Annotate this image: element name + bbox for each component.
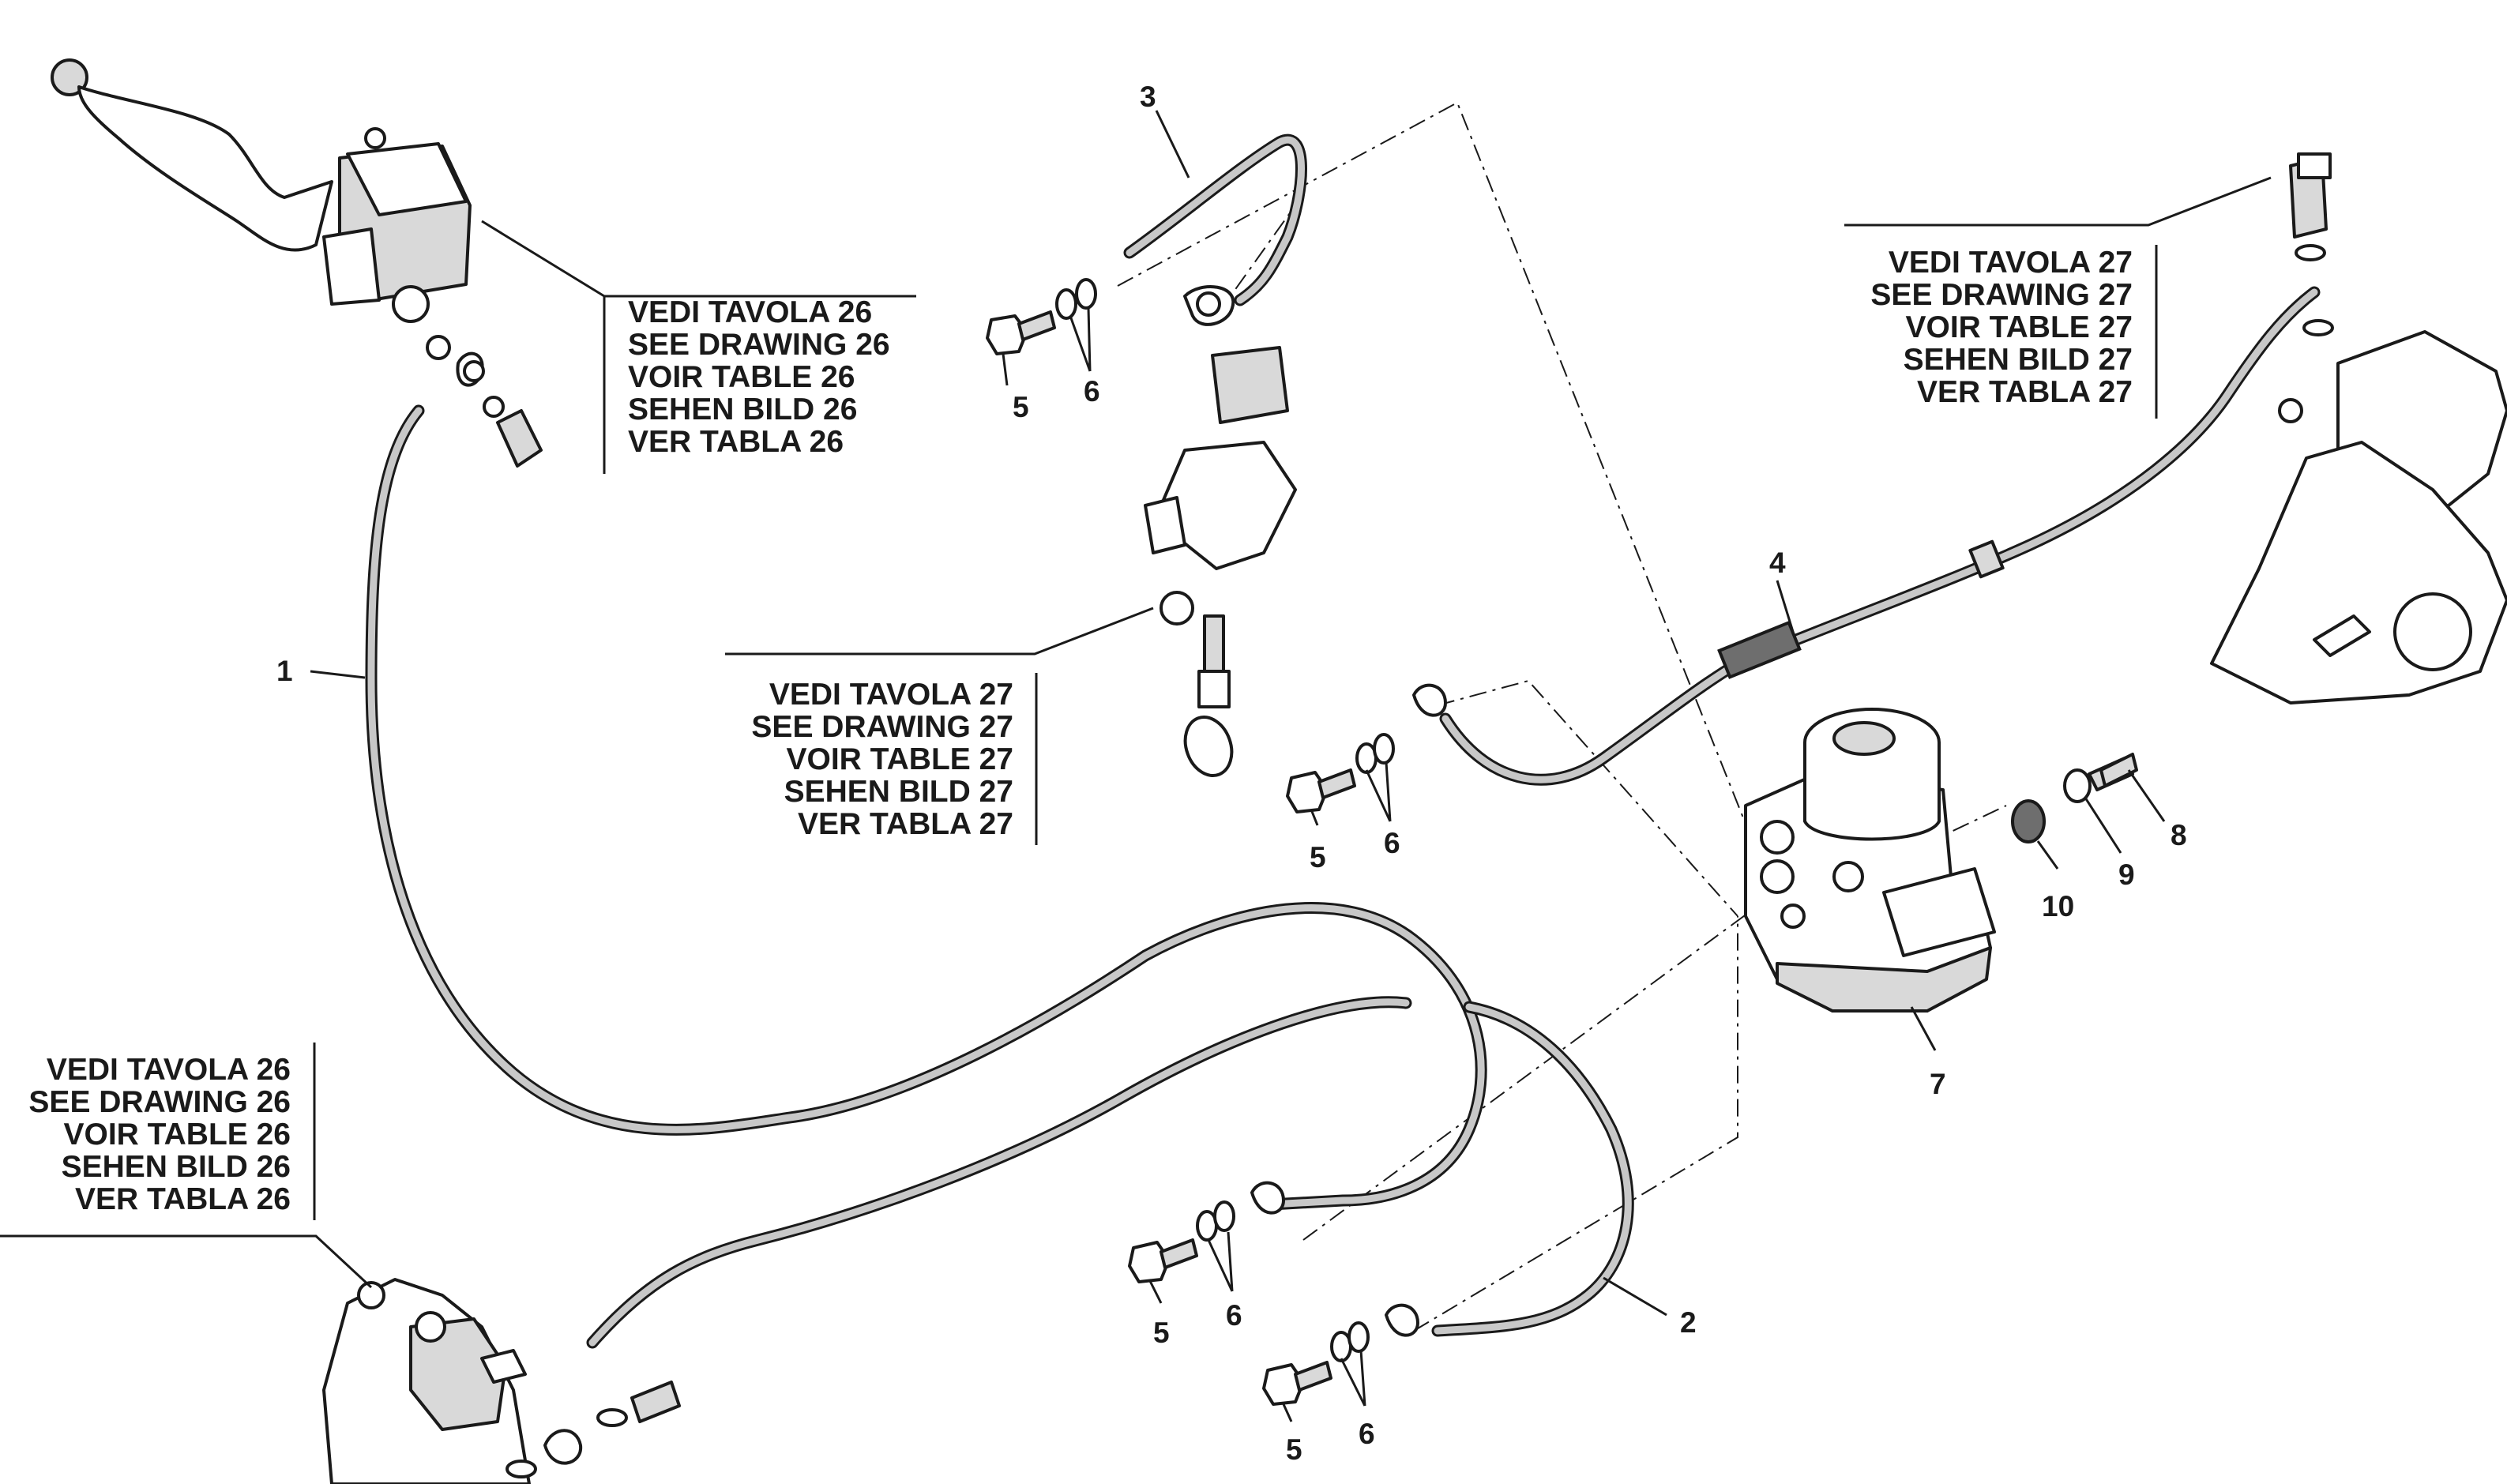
ref-line: VOIR TABLE 27 xyxy=(787,742,1014,776)
ref-line: SEHEN BILD 27 xyxy=(784,775,1013,809)
callout-6b: 6 xyxy=(1384,827,1400,859)
callout-5d: 5 xyxy=(1286,1433,1302,1466)
abs-unit-icon xyxy=(1744,708,1996,1013)
banjo-bolt-group-d xyxy=(1262,1303,1419,1406)
callout-10: 10 xyxy=(2042,890,2074,922)
callout-9: 9 xyxy=(2118,858,2135,891)
ref-line: SEE DRAWING 26 xyxy=(628,328,890,362)
reference-block-middle: VEDI TAVOLA 27 SEE DRAWING 27 VOIR TABLE… xyxy=(751,678,1013,841)
ref-line: VEDI TAVOLA 26 xyxy=(47,1053,291,1087)
callout-7: 7 xyxy=(1930,1068,1946,1100)
ref-line: SEE DRAWING 26 xyxy=(28,1085,291,1119)
callout-2: 2 xyxy=(1680,1306,1697,1339)
brake-lever-icon xyxy=(51,58,333,252)
brake-hose-2 xyxy=(1431,1001,1634,1337)
callout-5c: 5 xyxy=(1153,1317,1170,1349)
banjo-bolt-group-c xyxy=(1128,1181,1285,1283)
ref-line: SEHEN BILD 26 xyxy=(62,1150,291,1184)
abs-parts-8-9-10 xyxy=(2011,753,2138,843)
banjo-bolt-group-b xyxy=(1286,683,1447,813)
brake-hose-1 xyxy=(365,404,1487,1349)
ref-line: VER TABLA 26 xyxy=(628,425,844,459)
ref-line: VOIR TABLE 27 xyxy=(1906,310,2133,344)
callout-5b: 5 xyxy=(1310,841,1326,873)
brake-hose-3 xyxy=(1123,133,1307,306)
ref-line: VOIR TABLE 26 xyxy=(628,360,855,394)
callout-6c: 6 xyxy=(1226,1299,1242,1332)
ref-line: VEDI TAVOLA 26 xyxy=(628,295,872,329)
ref-line: SEHEN BILD 26 xyxy=(628,393,857,426)
ref-line: VEDI TAVOLA 27 xyxy=(1889,246,2133,280)
ref-line: VOIR TABLE 26 xyxy=(64,1118,291,1152)
callout-leaders xyxy=(0,110,2272,1422)
brake-caliper-front-icon xyxy=(322,1278,681,1484)
callout-5a: 5 xyxy=(1013,391,1029,423)
banjo-bolt-icon xyxy=(456,351,543,468)
master-cylinder-rear-icon xyxy=(1144,285,1297,777)
ref-line: VER TABLA 26 xyxy=(75,1182,291,1216)
ref-line: VER TABLA 27 xyxy=(798,807,1013,841)
brake-caliper-rear-icon xyxy=(2210,152,2507,704)
callout-8: 8 xyxy=(2171,819,2187,851)
reference-block-top-center: VEDI TAVOLA 26 SEE DRAWING 26 VOIR TABLE… xyxy=(628,295,890,459)
callout-3: 3 xyxy=(1140,81,1156,113)
callout-1: 1 xyxy=(276,655,293,687)
callout-6a: 6 xyxy=(1084,375,1100,408)
brake-hose-4 xyxy=(1439,286,2321,786)
reference-block-top-right: VEDI TAVOLA 27 SEE DRAWING 27 VOIR TABLE… xyxy=(1870,246,2133,409)
ref-line: VER TABLA 27 xyxy=(1917,375,2133,409)
reference-block-bottom-left: VEDI TAVOLA 26 SEE DRAWING 26 VOIR TABLE… xyxy=(28,1053,291,1216)
callout-numbers: 1 2 3 4 5 6 5 6 5 6 5 6 7 8 9 10 xyxy=(276,81,2187,1466)
master-cylinder-icon xyxy=(322,127,472,360)
ref-line: SEE DRAWING 27 xyxy=(751,710,1013,744)
ref-line: SEE DRAWING 27 xyxy=(1870,278,2133,312)
banjo-bolt-group-a xyxy=(986,278,1097,355)
callout-6d: 6 xyxy=(1359,1418,1375,1450)
callout-4: 4 xyxy=(1769,547,1786,579)
ref-line: VEDI TAVOLA 27 xyxy=(769,678,1013,712)
ref-line: SEHEN BILD 27 xyxy=(1904,343,2133,377)
